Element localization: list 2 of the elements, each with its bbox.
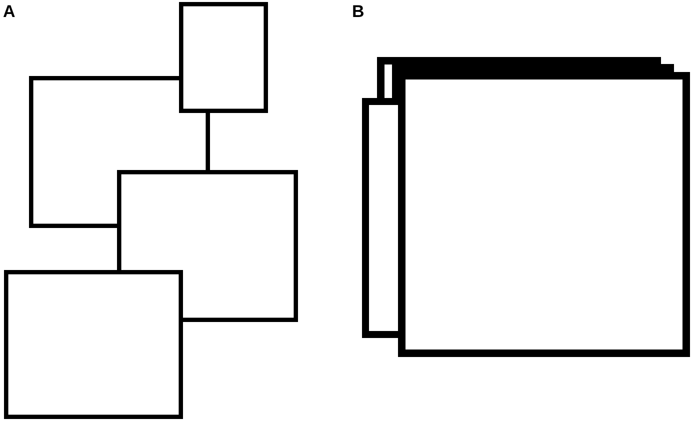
panel-label: A — [3, 3, 16, 20]
panel-label: B — [352, 3, 364, 20]
